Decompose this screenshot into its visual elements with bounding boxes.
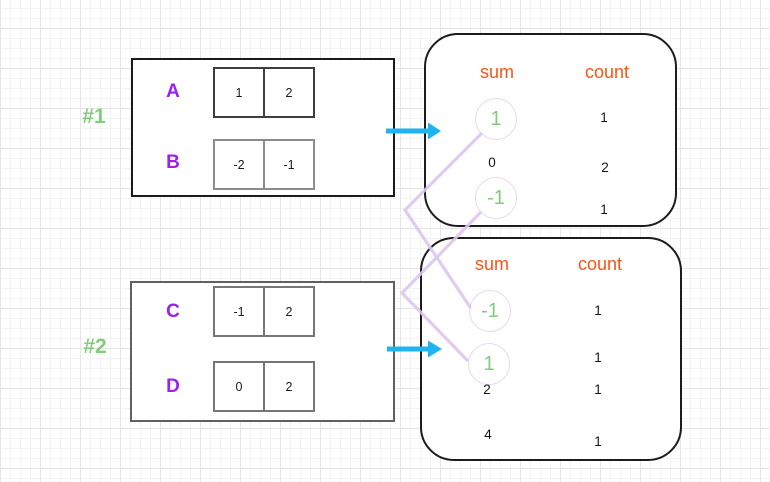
array-label-d: D bbox=[166, 376, 180, 397]
array-d-cells: 0 2 bbox=[213, 361, 315, 412]
array-label-c: C bbox=[166, 301, 180, 322]
sum-value: 4 bbox=[484, 427, 492, 442]
count-value: 2 bbox=[601, 160, 609, 175]
array-label-a: A bbox=[166, 81, 180, 102]
count-value: 1 bbox=[600, 202, 608, 217]
count-value: 1 bbox=[594, 434, 602, 449]
array-label-b: B bbox=[166, 152, 180, 173]
sum-value: 0 bbox=[488, 155, 496, 170]
sum-value: 2 bbox=[483, 382, 491, 397]
count-value: 1 bbox=[594, 303, 602, 318]
array-c-cells: -1 2 bbox=[213, 286, 315, 337]
array-cell: 1 bbox=[235, 85, 243, 100]
sum-header: sum bbox=[474, 254, 509, 274]
array-a-cells: 1 2 bbox=[213, 67, 315, 118]
count-header: count bbox=[584, 62, 630, 82]
array-cell: -2 bbox=[233, 157, 245, 172]
sum-value-circled: 1 bbox=[468, 343, 510, 385]
count-value: 1 bbox=[594, 382, 602, 397]
array-cell: -1 bbox=[233, 304, 245, 319]
array-cell: -1 bbox=[263, 141, 313, 188]
group-1-label: #1 bbox=[82, 105, 106, 128]
array-cell: 0 bbox=[235, 379, 243, 394]
count-value: 1 bbox=[594, 350, 602, 365]
sum-header: sum bbox=[479, 62, 514, 82]
array-cell: 2 bbox=[263, 69, 313, 116]
group-2-label: #2 bbox=[83, 335, 107, 358]
sum-value-circled: -1 bbox=[475, 177, 517, 219]
count-header: count bbox=[577, 254, 623, 274]
array-cell: 2 bbox=[263, 363, 313, 410]
count-value: 1 bbox=[600, 110, 608, 125]
sum-value-circled: 1 bbox=[475, 98, 517, 140]
sum-value-circled: -1 bbox=[469, 290, 511, 332]
array-cell: 2 bbox=[263, 288, 313, 335]
array-b-cells: -2 -1 bbox=[213, 139, 315, 190]
